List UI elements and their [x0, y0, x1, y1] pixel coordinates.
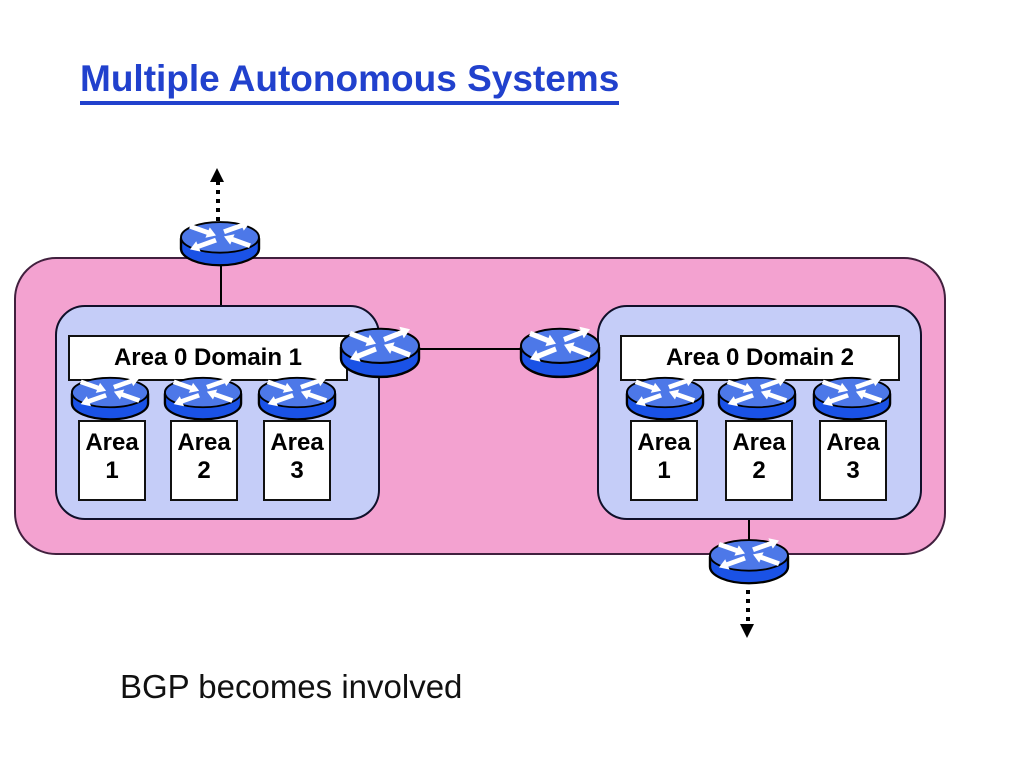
- router-icon-asbr-left: [339, 325, 421, 379]
- domain2-area1-box: Area 1: [630, 420, 698, 501]
- router-icon-top-exit: [179, 219, 261, 267]
- domain-2-label: Area 0 Domain 2: [620, 335, 900, 381]
- domain1-area3-box: Area 3: [263, 420, 331, 501]
- caption-text: BGP becomes involved: [120, 668, 463, 705]
- dotted-arrow-down-line: [746, 590, 750, 624]
- domain1-area2-box: Area 2: [170, 420, 238, 501]
- dotted-arrow-up-line: [216, 181, 220, 227]
- dotted-arrow-up-icon: [210, 168, 224, 182]
- router-icon-domain1-area1: [70, 374, 150, 421]
- slide-title: Multiple Autonomous Systems: [80, 58, 620, 105]
- dotted-arrow-down-icon: [740, 624, 754, 638]
- router-icon-domain2-area1: [625, 374, 705, 421]
- router-icon-domain1-area3: [257, 374, 337, 421]
- domain1-area1-box: Area 1: [78, 420, 146, 501]
- domain2-area3-box: Area 3: [819, 420, 887, 501]
- connector-top-router-to-domain1: [220, 262, 222, 307]
- router-icon-bottom-exit: [708, 537, 790, 585]
- connector-between-asbr-routers: [414, 348, 530, 350]
- connector-domain2-to-bottom-router: [748, 516, 750, 548]
- router-icon-domain2-area2: [717, 374, 797, 421]
- router-icon-asbr-right: [519, 325, 601, 379]
- router-icon-domain1-area2: [163, 374, 243, 421]
- router-icon-domain2-area3: [812, 374, 892, 421]
- domain2-area2-box: Area 2: [725, 420, 793, 501]
